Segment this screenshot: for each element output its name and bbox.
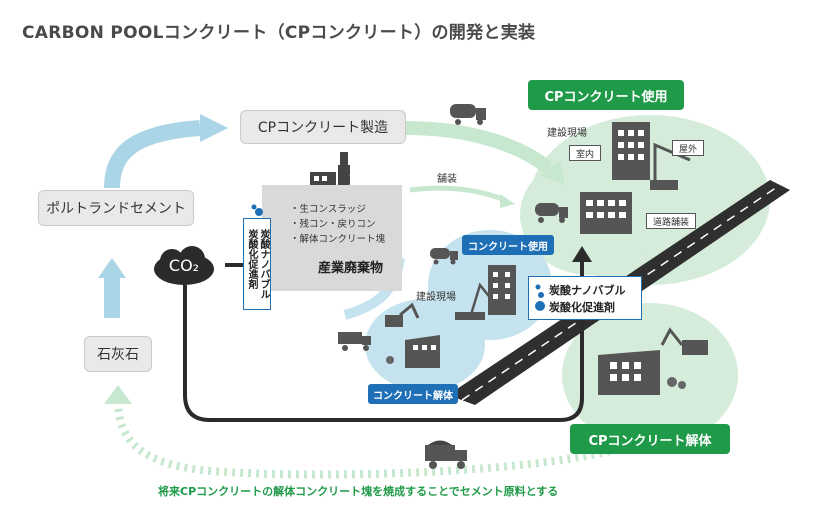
cp-use-tag: CPコンクリート使用 [528, 80, 684, 110]
building-icon [612, 122, 650, 180]
ruined-building-icon [598, 350, 660, 395]
site-label-lower: 建設現場 [416, 292, 456, 303]
site-label-upper: 建設現場 [547, 128, 587, 139]
plant-icon [310, 152, 359, 186]
co2-label: CO₂ [168, 256, 200, 275]
arrow-head-up [98, 258, 126, 278]
industrial-waste-label: 産業廃棄物 [318, 261, 384, 276]
portland-cement-box: ポルトランドセメント [38, 190, 194, 226]
page-title: CARBON POOLコンクリート（CPコンクリート）の開発と実装 [22, 23, 536, 43]
flow-arrows-blue [104, 120, 201, 318]
future-recycle-arrow [104, 385, 650, 479]
co2-cloud: CO₂ [150, 245, 218, 287]
nano-bubble-line: 炭酸化促進剤 [549, 301, 615, 314]
waste-item: ・解体コンクリート塊 [290, 234, 386, 245]
paving-arrow [409, 185, 515, 208]
dump-truck-icon [338, 332, 371, 351]
rubble-icon [386, 356, 686, 389]
limestone-box: 石灰石 [84, 336, 152, 372]
mixer-truck-icon [430, 248, 458, 265]
indoor-label: 室内 [569, 145, 601, 161]
building-icon [580, 192, 632, 234]
cp-demolition-tag: CPコンクリート解体 [570, 424, 730, 454]
outdoor-label: 屋外 [672, 140, 704, 156]
nano-bubble-box-left: 炭酸ナノバブル 炭酸化促進剤 [243, 218, 271, 310]
arrow-head-right [200, 114, 228, 142]
excavator-icon [385, 302, 420, 327]
bubble-icon [535, 284, 545, 311]
nano-bubble-box-right: 炭酸ナノバブル 炭酸化促進剤 [528, 276, 642, 320]
concrete-use-tag: コンクリート使用 [462, 235, 554, 255]
waste-item: ・生コンスラッジ [290, 204, 366, 215]
paving-label: 舗装 [437, 174, 457, 185]
road-paving-label: 道路舗装 [646, 213, 696, 229]
nano-bubble-label: 炭酸ナノバブル 炭酸化促進剤 [246, 229, 269, 299]
dump-truck-icon [425, 440, 467, 469]
cloud-icon [154, 246, 214, 285]
bubble-icon [251, 204, 263, 216]
crane-icon [455, 282, 493, 320]
cp-manufacture-box: CPコンクリート製造 [240, 110, 406, 144]
excavator-icon [660, 327, 708, 355]
footer-note: 将来CPコンクリートの解体コンクリート塊を焼成することでセメント原料とする [158, 485, 559, 498]
mixer-truck-icon [535, 203, 568, 223]
waste-item: ・残コン・戻りコン [290, 219, 376, 230]
building-icon [488, 265, 516, 315]
industrial-waste-box [262, 185, 402, 291]
flow-arrow-green [404, 121, 565, 185]
nano-bubble-line: 炭酸ナノバブル [549, 284, 626, 297]
concrete-demolition-tag: コンクリート解体 [368, 384, 458, 404]
ruined-building-icon [405, 335, 440, 368]
mixer-truck-icon [450, 104, 486, 125]
